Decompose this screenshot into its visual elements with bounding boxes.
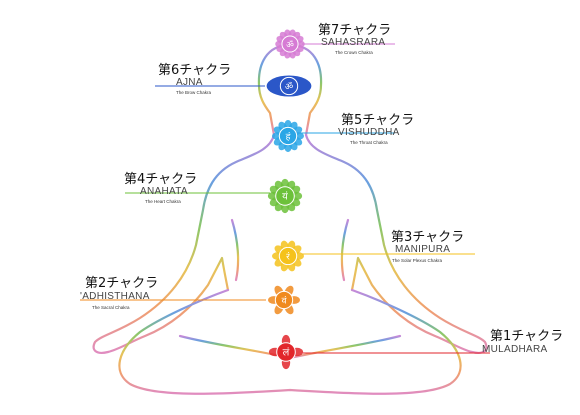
label-c6-sub: The Brow Chakra [176,90,212,95]
label-c5-en: VISHUDDHA [338,127,400,138]
label-c3-sub: The Solar Plexus Chakra [392,258,443,263]
label-c5-jp: 第5チャクラ [341,113,414,128]
label-c6-jp: 第6チャクラ [158,63,231,78]
leader-lines [80,43,490,354]
chakra-labels: 第7チャクラ SAHASRARA The Crown Chakra 第6チャクラ… [80,23,563,355]
figure-head [257,43,323,137]
chakra-glyph-c2: वं [281,296,287,307]
label-c3-jp: 第3チャクラ [391,230,464,245]
figure-left-side [92,133,276,354]
chakra-glyph-c7: ॐ [286,40,294,51]
chakra-glyph-c3: रं [286,252,290,263]
label-c7-en: SAHASRARA [321,37,385,48]
chakra-symbol-c4: यं [267,178,303,214]
chakra-core-c5 [278,126,298,146]
label-c2-en: 'ADHISTHANA [80,291,150,302]
label-c2-sub: The Sacral Chakra [92,305,130,310]
chakra-symbol-c3: रं [272,240,304,272]
chakra-symbol-c6: ॐ [266,75,312,97]
label-c7-jp: 第7チャクラ [318,23,391,38]
chakra-glyph-c1: लं [283,347,290,359]
label-c4-jp: 第4チャクラ [124,172,197,187]
figure-legs [118,288,462,395]
chakra-core-c6 [279,76,299,96]
chakra-core-c3 [278,246,298,266]
chakra-glyph-c5: हं [286,132,291,143]
meditating-figure [92,43,488,395]
chakra-core-c2 [274,290,294,310]
figure-inner-arm-right [340,218,350,282]
figure-inner-arm-left [230,218,240,282]
label-c6-en: AJNA [176,77,203,88]
chakra-symbol-c7: ॐ [275,29,305,59]
label-c1-en: MULADHARA [482,344,548,355]
label-c2-jp: 第2チャクラ [85,276,158,291]
chakra-core-c4 [275,186,295,206]
chakra-symbol-c2: वं [268,285,300,315]
chakra-symbol-c5: हं [272,120,304,152]
chakra-glyph-c4: यं [282,191,288,203]
label-c3-en: MANIPURA [395,244,450,255]
chakra-symbols: ॐ ॐ हं यं रं वं लं [266,29,312,370]
chakra-core-c1 [276,342,296,362]
label-c1-jp: 第1チャクラ [490,329,563,344]
chakra-symbol-c1: लं [268,334,304,370]
figure-right-side [304,133,488,354]
label-c4-sub: The Heart Chakra [145,199,181,204]
label-c4-en: ANAHATA [140,186,188,197]
label-c5-sub: The Throat Chakra [350,140,388,145]
chakra-core-c7 [281,35,299,53]
chakra-glyph-c6: ॐ [285,82,293,93]
label-c7-sub: The Crown Chakra [335,50,373,55]
